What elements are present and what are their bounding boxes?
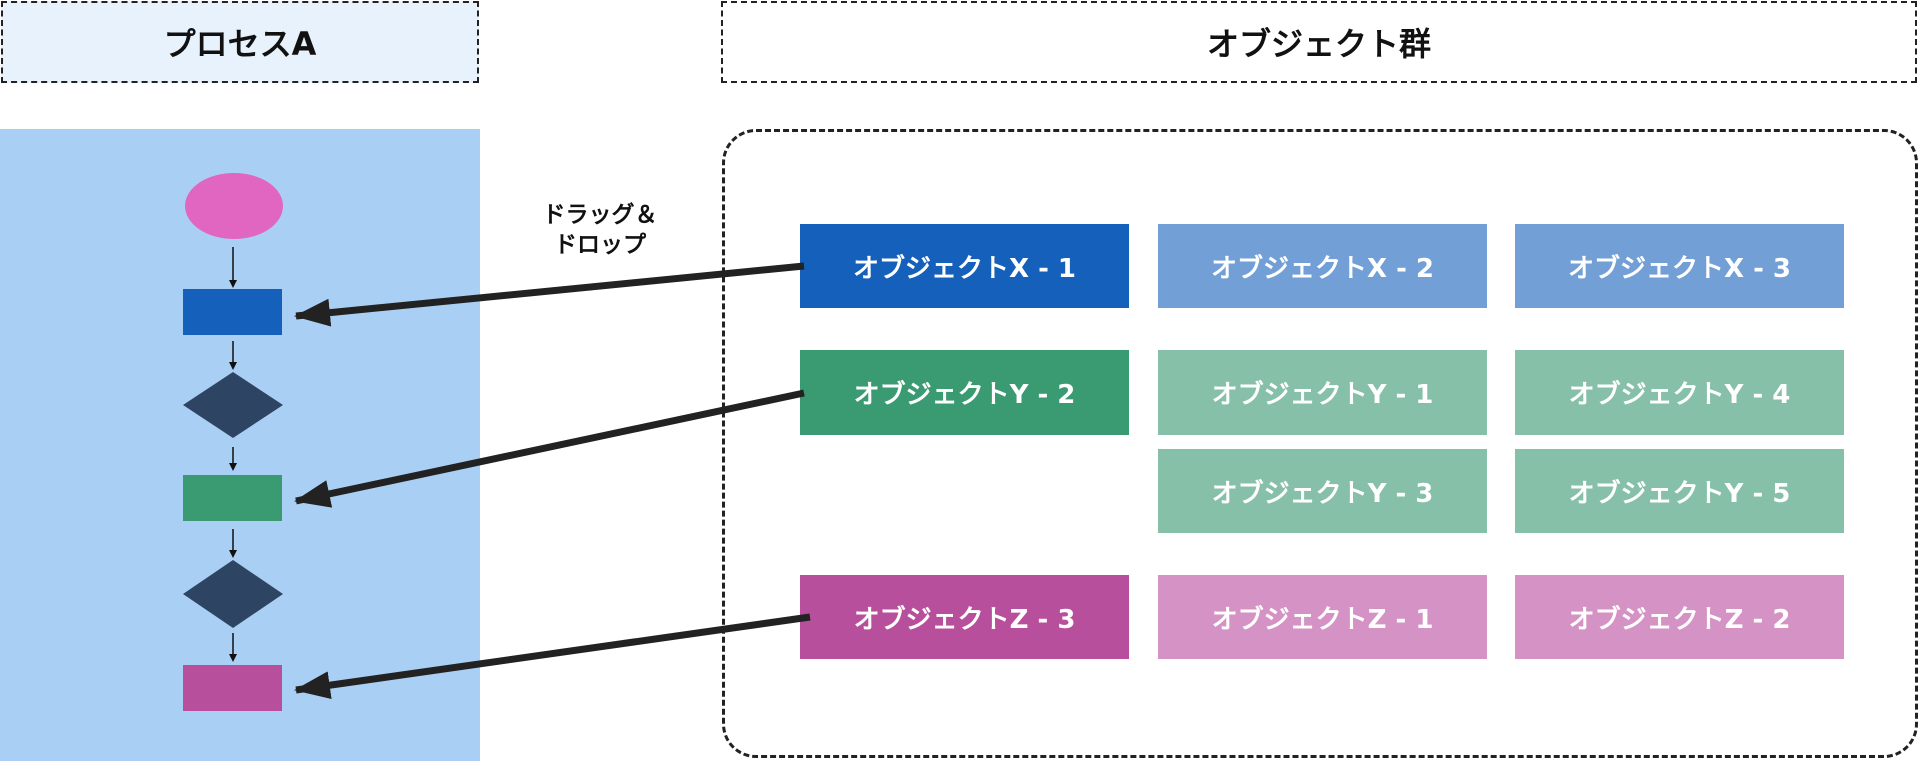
object-tile[interactable]: オブジェクトX - 1 — [800, 224, 1129, 308]
process-title: プロセスA — [163, 25, 317, 63]
object-label: オブジェクトY - 2 — [853, 380, 1076, 410]
object-label: オブジェクトZ - 1 — [1211, 604, 1434, 635]
process-header: プロセスA — [1, 1, 479, 83]
flowchart — [183, 173, 283, 711]
object-tile[interactable]: オブジェクトZ - 2 — [1515, 575, 1844, 659]
flow-step-y-slot — [183, 475, 282, 521]
object-label: オブジェクトX - 1 — [852, 253, 1077, 284]
drag-drop-label: ドラッグ＆ ドロップ — [500, 200, 700, 260]
object-tile[interactable]: オブジェクトZ - 3 — [800, 575, 1129, 659]
object-label: オブジェクトX - 2 — [1210, 253, 1435, 284]
flow-decision-diamond — [183, 372, 283, 438]
drag-drop-line-2: ドロップ — [554, 232, 646, 258]
object-label: オブジェクトY - 4 — [1568, 380, 1791, 410]
flow-start-ellipse — [185, 173, 283, 239]
object-tile[interactable]: オブジェクトY - 1 — [1158, 350, 1487, 435]
object-label: オブジェクトY - 1 — [1211, 380, 1434, 410]
drag-arrow-x — [294, 262, 805, 327]
object-label: オブジェクトY - 5 — [1568, 478, 1791, 509]
drag-drop-line-1: ドラッグ＆ — [542, 202, 658, 228]
objects-frame — [722, 129, 1918, 758]
object-tile[interactable]: オブジェクトY - 2 — [800, 350, 1129, 435]
object-tile[interactable]: オブジェクトZ - 1 — [1158, 575, 1487, 659]
drag-arrow-z — [294, 613, 811, 700]
object-tile[interactable]: オブジェクトY - 4 — [1515, 350, 1844, 435]
object-tile[interactable]: オブジェクトY - 3 — [1158, 449, 1487, 533]
object-tile[interactable]: オブジェクトX - 2 — [1158, 224, 1487, 308]
object-label: オブジェクトZ - 3 — [853, 604, 1076, 635]
object-label: オブジェクトX - 3 — [1567, 253, 1792, 284]
flow-step-z-slot — [183, 665, 282, 711]
object-tile[interactable]: オブジェクトY - 5 — [1515, 449, 1844, 533]
object-tile[interactable]: オブジェクトX - 3 — [1515, 224, 1844, 308]
flow-decision-diamond — [183, 560, 283, 628]
flow-step-x-slot — [183, 289, 282, 335]
objects-header: オブジェクト群 — [721, 1, 1917, 83]
objects-title: オブジェクト群 — [1206, 25, 1431, 63]
object-label: オブジェクトZ - 2 — [1568, 604, 1791, 635]
process-panel — [0, 129, 480, 761]
object-label: オブジェクトY - 3 — [1211, 478, 1434, 509]
drag-arrow-y — [294, 389, 805, 508]
